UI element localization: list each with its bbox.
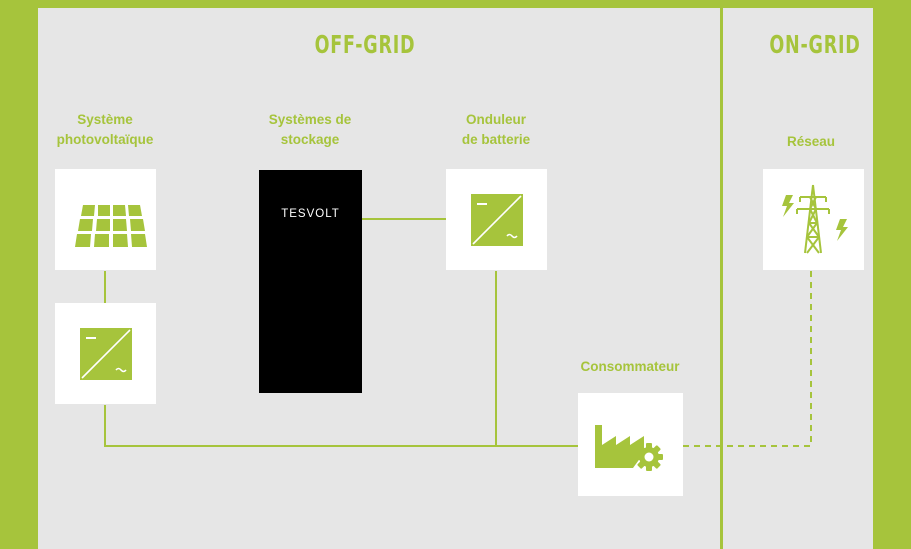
- grid-box: [763, 169, 864, 270]
- on-grid-panel: [723, 8, 873, 549]
- on-grid-title: ON-GRID: [769, 30, 861, 59]
- pv-inverter-box: [55, 303, 156, 404]
- inverter-icon: [80, 328, 132, 380]
- factory-gear-icon: [595, 425, 663, 471]
- pv-box: [55, 169, 156, 270]
- battery-inverter-box: [446, 169, 547, 270]
- grid-dashed-line: [683, 271, 812, 447]
- battery-storage: TESVOLT: [259, 170, 362, 393]
- battery-brand: TESVOLT: [281, 208, 340, 220]
- off-grid-title: OFF-GRID: [314, 30, 416, 59]
- solar-panel-icon: [75, 205, 147, 247]
- ac-bus-line: [104, 405, 578, 447]
- inverter-icon: [471, 194, 523, 246]
- consumer-label: Consommateur: [580, 359, 680, 374]
- power-pylon-icon: [782, 184, 848, 254]
- grid-label: Réseau: [786, 134, 836, 149]
- consumer-box: [578, 393, 683, 496]
